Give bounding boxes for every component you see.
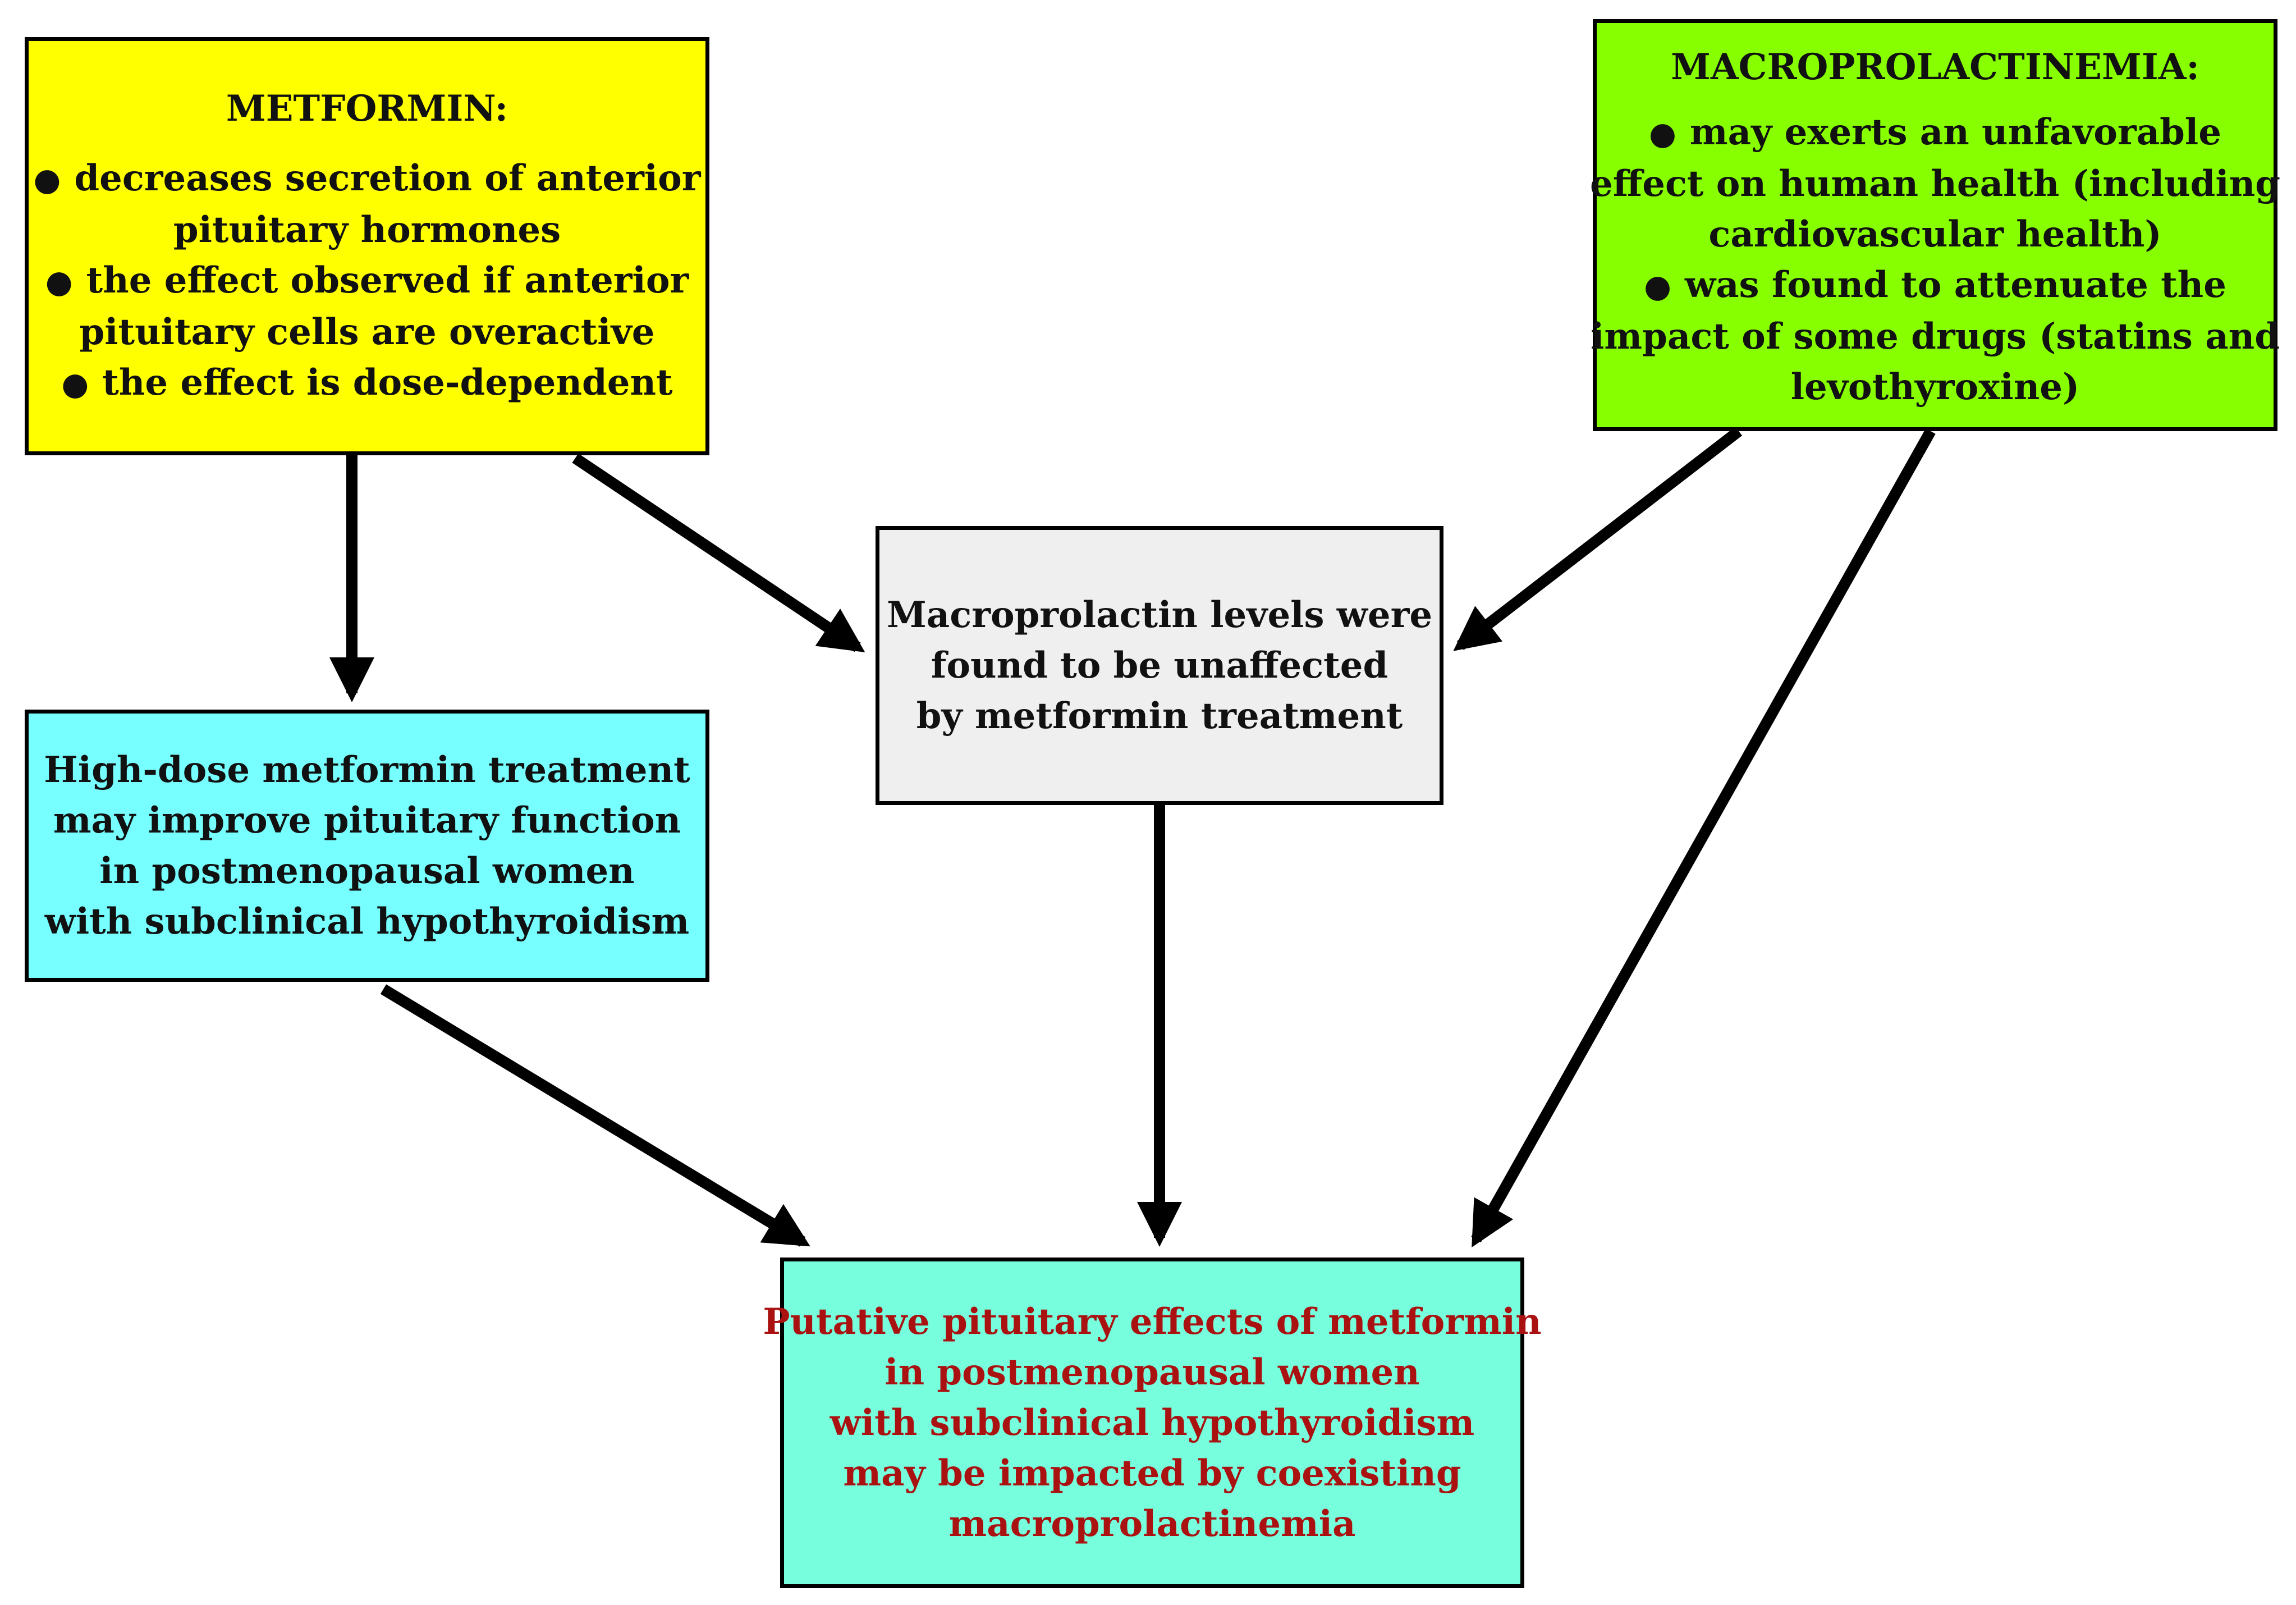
putative-line-2: in postmenopausal women bbox=[885, 1351, 1420, 1393]
arrow-macro-to-unaffected bbox=[1453, 427, 1743, 651]
putative-line-4: may be impacted by coexisting bbox=[843, 1452, 1461, 1494]
macro-bullet-2-line-2: impact of some drugs (statins and bbox=[1591, 315, 2280, 358]
bullet-dot-icon: ● bbox=[33, 161, 61, 198]
metformin-bullet-3-line-1: the effect is dose-dependent bbox=[102, 361, 673, 404]
metformin-box: METFORMIN: ● decreases secretion of anter… bbox=[25, 37, 709, 455]
highdose-line-3: in postmenopausal women bbox=[99, 849, 635, 892]
putative-line-3: with subclinical hypothyroidism bbox=[830, 1401, 1475, 1444]
macroprolactinemia-box: MACROPROLACTINEMIA: ● may exerts an unfav… bbox=[1590, 19, 2280, 431]
metformin-bullet-1-line-1: decreases secretion of anterior bbox=[74, 157, 701, 199]
bullet-dot-icon: ● bbox=[61, 365, 89, 403]
unaffected-line-1: Macroprolactin levels were bbox=[886, 593, 1433, 636]
unaffected-line-3: by metformin treatment bbox=[916, 694, 1403, 737]
metformin-bullet-3: ● the effect is dose-dependent bbox=[33, 358, 700, 409]
macro-bullet-1-line-3: cardiovascular health) bbox=[1708, 213, 2162, 255]
arrow-metformin-to-unaffected bbox=[572, 453, 865, 652]
metformin-bullet-list: ● decreases secretion of anterior pituita… bbox=[33, 153, 700, 409]
putative-line-5: macroprolactinemia bbox=[948, 1502, 1356, 1545]
bullet-dot-icon: ● bbox=[45, 263, 73, 300]
macro-title: MACROPROLACTINEMIA: bbox=[1671, 46, 2199, 88]
macro-bullet-2-line-1: was found to attenuate the bbox=[1684, 264, 2226, 306]
metformin-bullet-2: ● the effect observed if anterior pituita… bbox=[33, 255, 700, 358]
high-dose-box: High-dose metformin treatment may improv… bbox=[25, 710, 709, 982]
macro-bullet-1: ● may exerts an unfavorable effect on hum… bbox=[1590, 107, 2280, 260]
macro-bullet-2: ● was found to attenuate the impact of so… bbox=[1590, 260, 2280, 413]
metformin-bullet-2-line-1: the effect observed if anterior bbox=[86, 259, 689, 301]
macro-bullet-1-line-1: may exerts an unfavorable bbox=[1689, 111, 2221, 153]
highdose-line-4: with subclinical hypothyroidism bbox=[44, 900, 690, 943]
macro-bullet-2-line-3: levothyroxine) bbox=[1790, 366, 2080, 408]
highdose-line-2: may improve pituitary function bbox=[53, 799, 681, 842]
bullet-dot-icon: ● bbox=[1649, 115, 1676, 152]
arrow-highdose-to-putative bbox=[380, 984, 810, 1247]
macro-bullet-1-line-2: effect on human health (including bbox=[1589, 163, 2281, 205]
arrow-macro-to-putative bbox=[1471, 428, 1936, 1247]
macro-bullet-list: ● may exerts an unfavorable effect on hum… bbox=[1590, 107, 2280, 413]
putative-line-1: Putative pituitary effects of metformin bbox=[763, 1300, 1542, 1343]
putative-effects-box: Putative pituitary effects of metformin … bbox=[763, 1258, 1542, 1588]
metformin-bullet-1: ● decreases secretion of anterior pituita… bbox=[33, 153, 700, 255]
unaffected-box: Macroprolactin levels were found to be u… bbox=[876, 526, 1443, 805]
highdose-line-1: High-dose metformin treatment bbox=[44, 748, 690, 791]
metformin-title: METFORMIN: bbox=[226, 87, 508, 130]
metformin-bullet-2-line-2: pituitary cells are overactive bbox=[79, 310, 655, 353]
bullet-dot-icon: ● bbox=[1644, 268, 1671, 305]
metformin-bullet-1-line-2: pituitary hormones bbox=[173, 208, 561, 251]
unaffected-line-2: found to be unaffected bbox=[931, 644, 1388, 687]
